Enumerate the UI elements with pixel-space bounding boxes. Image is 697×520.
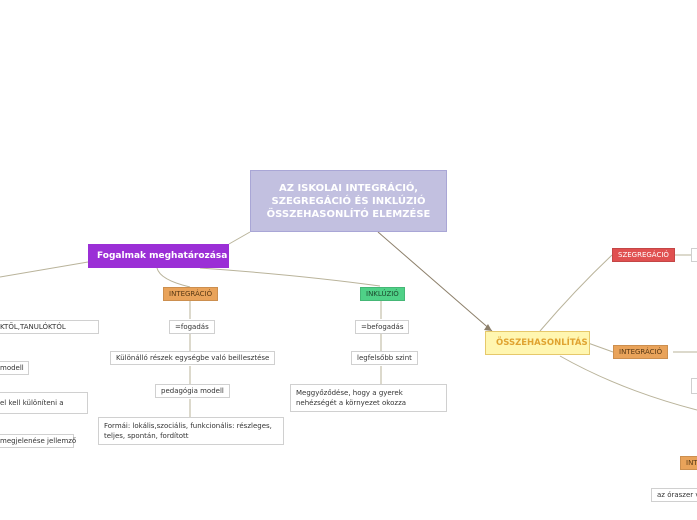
node-meggyozodese-label: Meggyőződése, hogy a gyerek nehézségét a… bbox=[296, 389, 407, 407]
node-cut-4-label: megjelenése jellemző bbox=[0, 437, 77, 445]
node-legfelsobb[interactable]: legfelsőbb szint bbox=[351, 351, 418, 365]
node-cut-1[interactable]: KTŐL,TANULÓKTÓL bbox=[0, 320, 99, 334]
node-right-cut-1[interactable] bbox=[691, 248, 697, 262]
node-fogadas-label: =fogadás bbox=[175, 323, 209, 331]
node-oraszer-label: az óraszer v bbox=[657, 491, 697, 499]
node-cut-4[interactable]: megjelenése jellemző bbox=[0, 434, 77, 448]
node-cut-2-label: modell bbox=[0, 364, 24, 372]
node-right-cut-2[interactable] bbox=[691, 378, 697, 394]
tag-int-partial-label: INT bbox=[686, 459, 697, 467]
tag-inkluzio-label: INKLÚZIÓ bbox=[366, 290, 399, 298]
node-meggyozodese[interactable]: Meggyőződése, hogy a gyerek nehézségét a… bbox=[290, 384, 447, 412]
node-pedagogia-modell-label: pedagógia modell bbox=[161, 387, 224, 395]
topic-fogalmak-label: Fogalmak meghatározása bbox=[97, 251, 228, 261]
node-pedagogia-modell[interactable]: pedagógia modell bbox=[155, 384, 230, 398]
central-title-line-2: SZEGREGÁCIÓ ÉS INKLÚZIÓ bbox=[271, 195, 426, 207]
tag-integracio-right[interactable]: INTEGRÁCIÓ bbox=[613, 345, 669, 359]
topic-osszehasonlitas-label: ÖSSZEHASONLÍTÁS bbox=[496, 338, 588, 348]
node-kulonallo[interactable]: Különálló részek egységbe való beilleszt… bbox=[110, 351, 276, 365]
node-cut-3-label: el kell különíteni a bbox=[0, 399, 64, 407]
node-befogadas-label: =befogadás bbox=[361, 323, 404, 331]
central-title-line-1: AZ ISKOLAI INTEGRÁCIÓ, bbox=[278, 182, 419, 194]
tag-integracio-left-label: INTEGRÁCIÓ bbox=[169, 290, 213, 298]
node-befogadas[interactable]: =befogadás bbox=[355, 320, 410, 334]
tag-inkluzio[interactable]: INKLÚZIÓ bbox=[360, 287, 405, 301]
central-topic[interactable]: AZ ISKOLAI INTEGRÁCIÓ, SZEGREGÁCIÓ ÉS IN… bbox=[250, 170, 447, 232]
node-legfelsobb-label: legfelsőbb szint bbox=[357, 354, 412, 362]
node-formai-label: Formái: lokális,szociális, funkcionális:… bbox=[104, 422, 272, 440]
node-cut-1-label: KTŐL,TANULÓKTÓL bbox=[0, 323, 66, 331]
node-fogadas[interactable]: =fogadás bbox=[169, 320, 215, 334]
topic-osszehasonlitas[interactable]: ÖSSZEHASONLÍTÁS bbox=[485, 331, 590, 355]
tag-szegregacio[interactable]: SZEGREGÁCIÓ bbox=[612, 248, 675, 262]
tag-integracio-right-label: INTEGRÁCIÓ bbox=[619, 348, 663, 356]
topic-fogalmak[interactable]: Fogalmak meghatározása bbox=[88, 244, 229, 268]
node-formai[interactable]: Formái: lokális,szociális, funkcionális:… bbox=[98, 417, 284, 445]
node-kulonallo-label: Különálló részek egységbe való beilleszt… bbox=[116, 354, 270, 362]
node-oraszer[interactable]: az óraszer v bbox=[651, 488, 697, 502]
tag-szegregacio-label: SZEGREGÁCIÓ bbox=[618, 251, 669, 259]
node-cut-3[interactable]: el kell különíteni a bbox=[0, 392, 88, 414]
tag-int-partial[interactable]: INT bbox=[680, 456, 697, 470]
node-cut-2[interactable]: modell bbox=[0, 361, 29, 375]
central-title-line-3: ÖSSZEHASONLÍTÓ ELEMZÉSE bbox=[266, 208, 431, 220]
tag-integracio-left[interactable]: INTEGRÁCIÓ bbox=[163, 287, 219, 301]
